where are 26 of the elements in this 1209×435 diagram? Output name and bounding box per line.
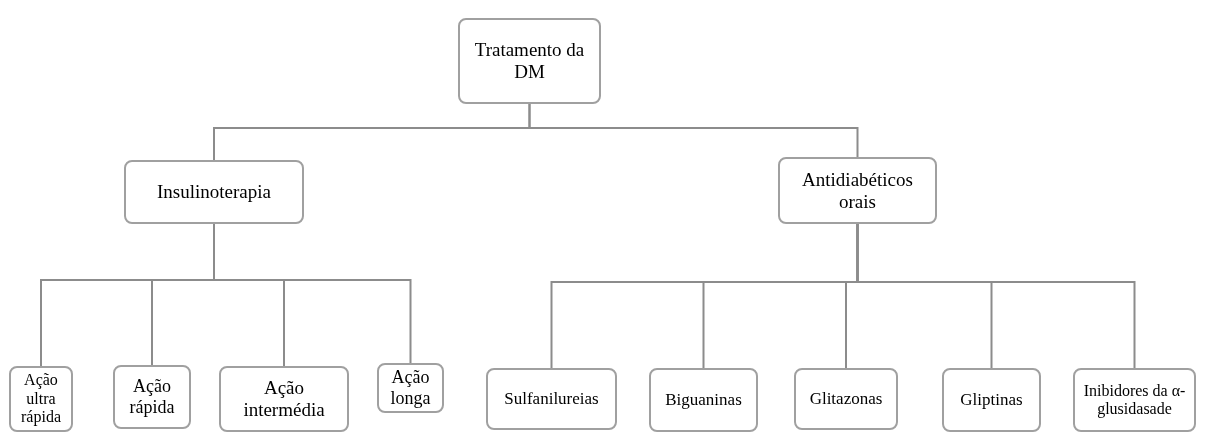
category-box (9, 366, 73, 432)
category-box (113, 365, 191, 429)
category-box (942, 368, 1041, 432)
box-label: Ação longa (389, 367, 432, 409)
category-box (124, 160, 304, 224)
connector-line (528, 103, 859, 158)
box-label: Ação ultra rápida (20, 371, 62, 427)
category-box (794, 368, 898, 430)
box-label: Ação intermédia (242, 377, 326, 421)
box-label: Tratamento da DM (473, 39, 586, 83)
category-box (1073, 368, 1196, 432)
connector-line (213, 223, 412, 364)
box-label: Inibidores da α-glusidasade (1082, 381, 1187, 419)
box-label: Antidiabéticos orais (801, 168, 914, 213)
category-box (649, 368, 758, 432)
category-box (778, 157, 937, 224)
box-label: Ação rápida (128, 376, 176, 418)
category-box (377, 363, 444, 413)
box-label: Glitazonas (809, 389, 883, 409)
box-label: Insulinoterapia (157, 181, 271, 203)
box-label: Sulfanilureias (504, 389, 599, 409)
category-box (219, 366, 349, 432)
category-box (486, 368, 617, 430)
category-box (458, 18, 601, 104)
box-label: Gliptinas (960, 390, 1023, 410)
box-label: Biguaninas (665, 390, 742, 410)
